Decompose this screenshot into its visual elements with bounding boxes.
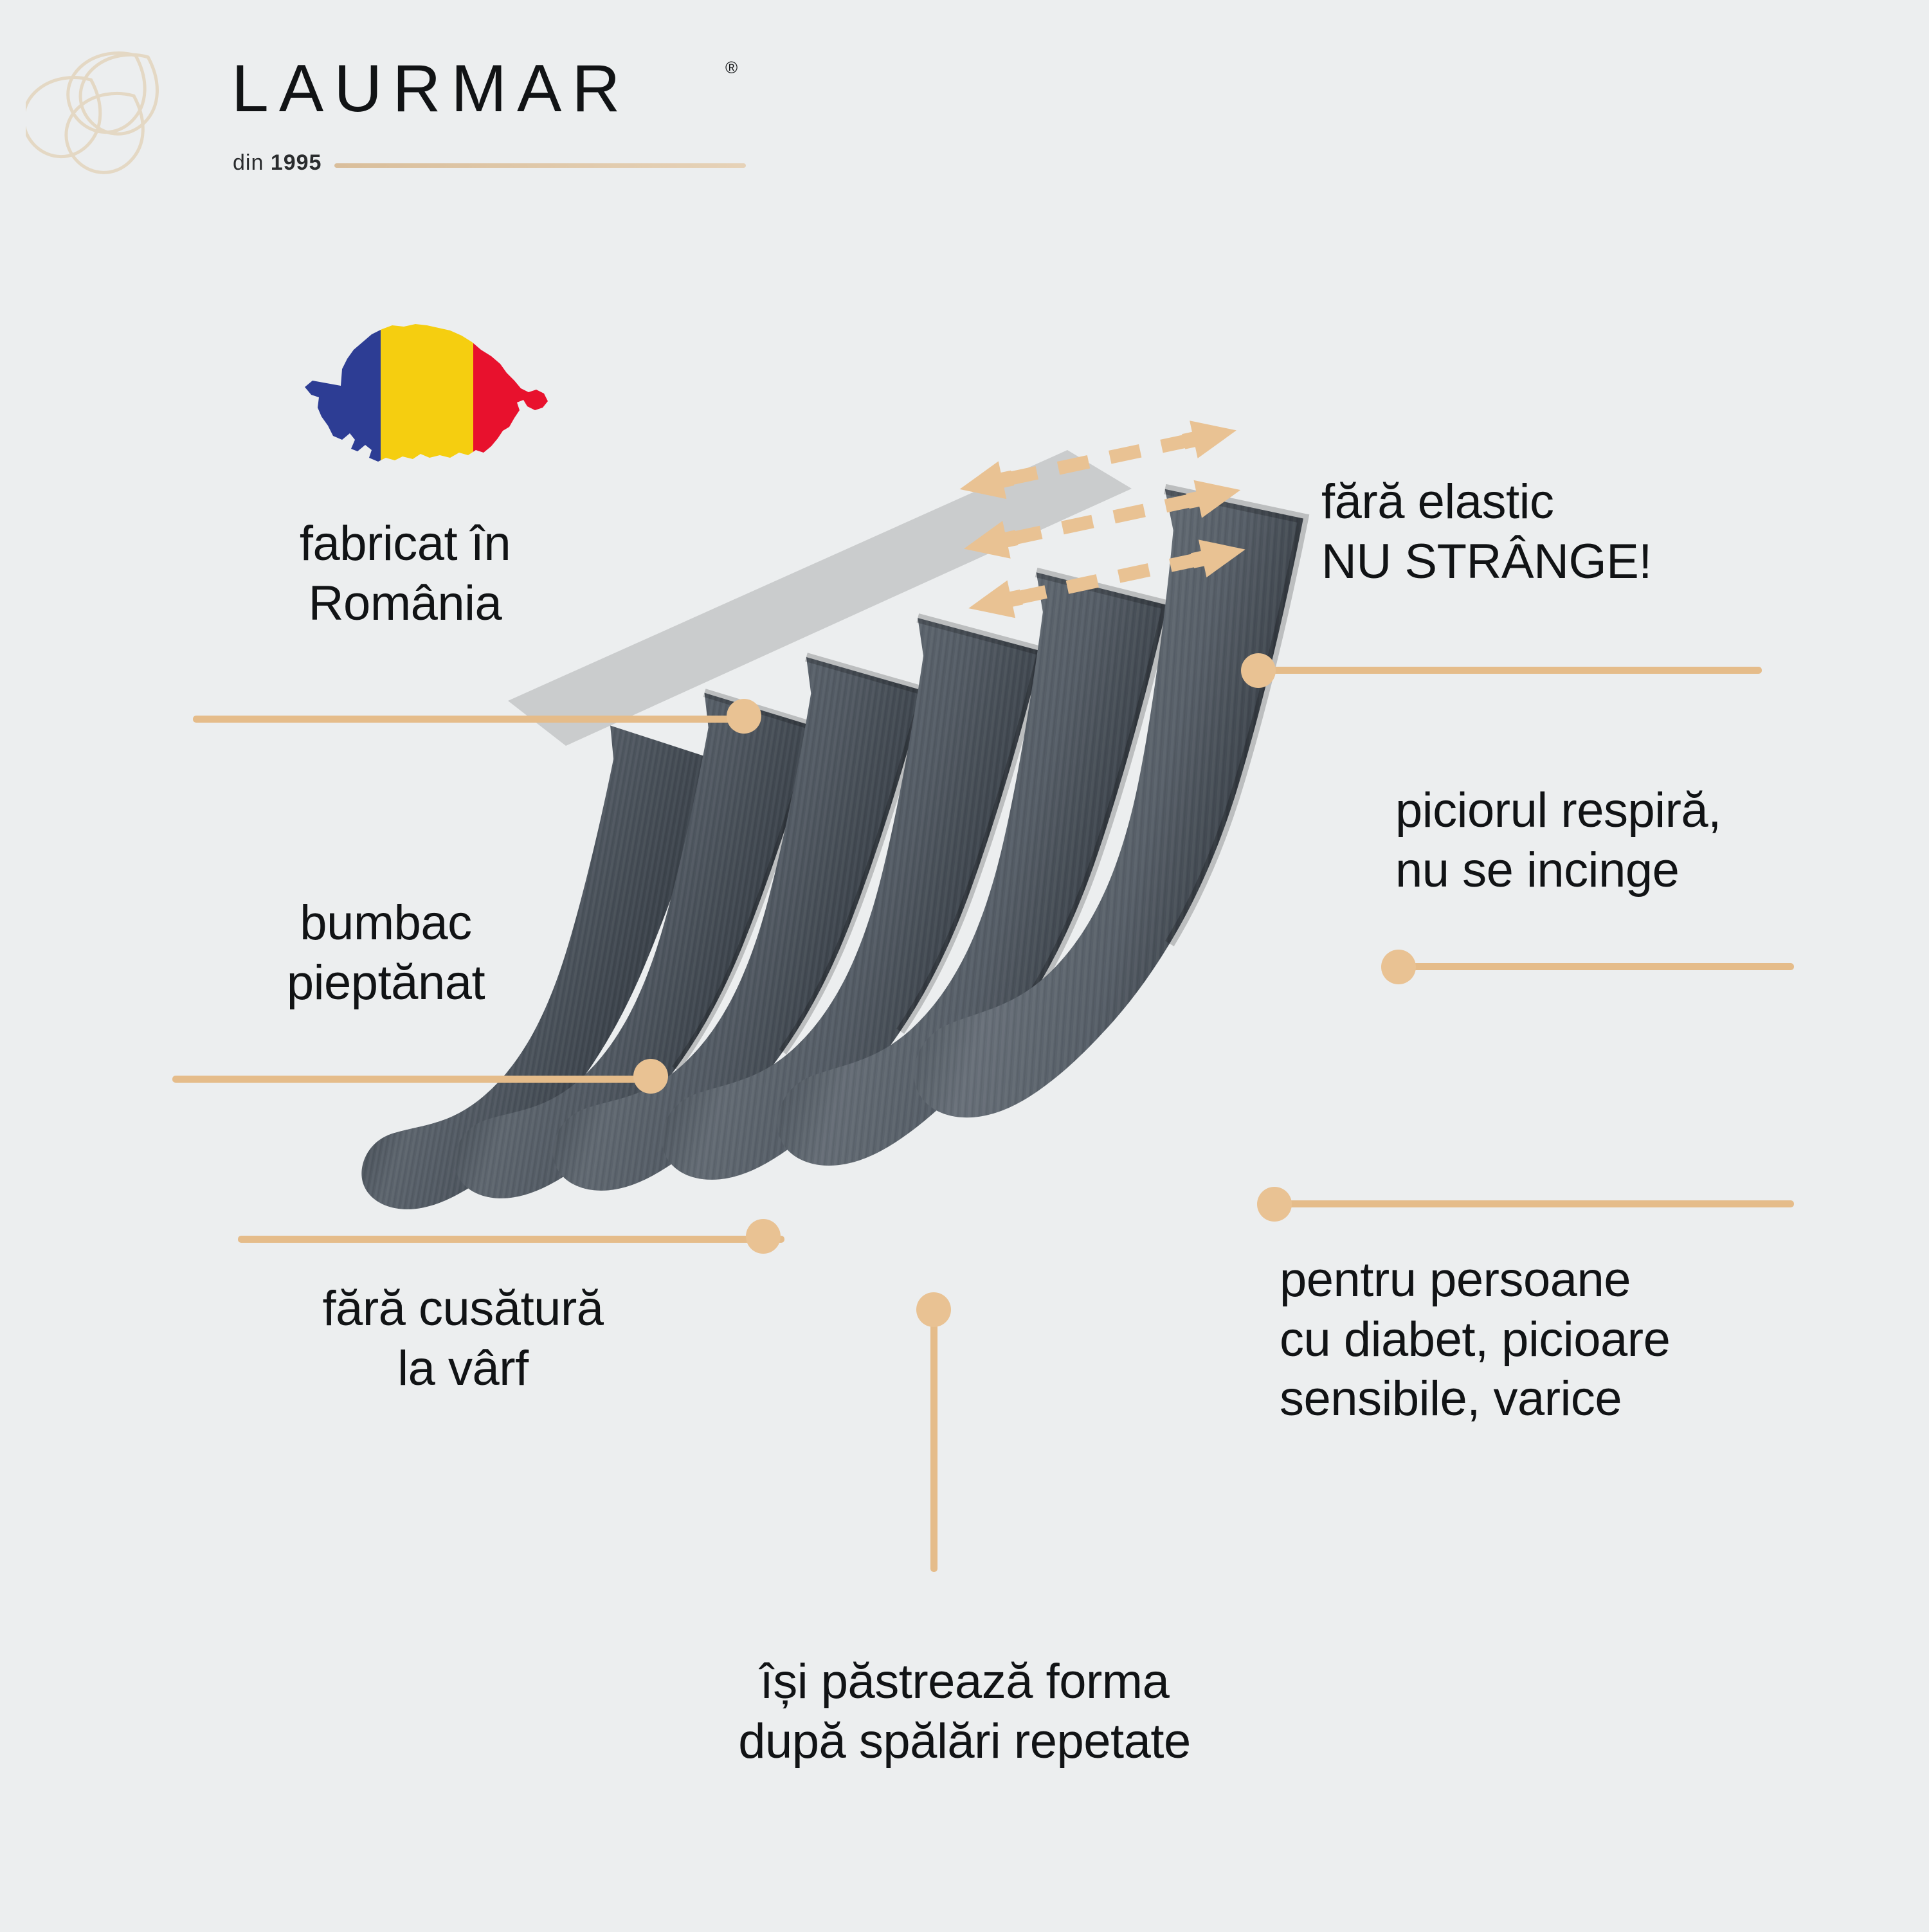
connector-dot-diabet: [1257, 1187, 1292, 1222]
trademark-icon: ®: [725, 58, 738, 77]
connector-line-elastic: [1260, 667, 1762, 674]
callout-line: sensibile, varice: [1280, 1371, 1622, 1427]
callout-line: nu se incinge: [1395, 842, 1680, 898]
connector-dot-bumbac: [633, 1059, 668, 1094]
callout-line: la vârf: [397, 1341, 529, 1396]
interlaced-knot-logo-icon: [22, 32, 180, 180]
callout-line: pieptănat: [286, 955, 485, 1010]
connector-line-cusatura: [238, 1236, 784, 1243]
callout-line: își păstrează forma: [759, 1654, 1170, 1709]
connector-line-respira: [1408, 963, 1794, 970]
romania-map-flag-icon: [288, 314, 565, 507]
callout-line: cu diabet, picioare: [1280, 1312, 1671, 1367]
callout-pastreaza-forma: își păstrează forma după spălări repetat…: [553, 1652, 1376, 1771]
connector-dot-respira: [1381, 950, 1416, 984]
stretch-arrows-group: [959, 420, 1245, 618]
callout-fara-elastic: fără elastic NU STRÂNGE!: [1321, 473, 1874, 591]
logo-divider: [334, 163, 746, 168]
connector-line-fabricat-romania: [193, 716, 759, 723]
connector-line-bumbac: [172, 1076, 667, 1083]
callout-piciorul-respira: piciorul respiră, nu se incinge: [1395, 781, 1910, 900]
since-prefix: din: [233, 150, 264, 175]
callout-line: bumbac: [300, 896, 472, 950]
connector-dot-forma: [916, 1292, 951, 1327]
callout-fabricat-romania: fabricat în România: [167, 514, 643, 633]
brand-logo: LAURMAR ® din 1995: [22, 26, 746, 186]
callout-line: NU STRÂNGE!: [1321, 534, 1652, 589]
since-year: 1995: [270, 150, 322, 175]
connector-dot-cusatura: [746, 1219, 781, 1254]
sock-6: [906, 463, 1310, 1162]
connector-dot-elastic: [1241, 653, 1276, 688]
callout-line: după spălări repetate: [738, 1713, 1191, 1769]
callout-pentru-diabet: pentru persoane cu diabet, picioare sens…: [1280, 1250, 1897, 1429]
callout-line: fără elastic: [1321, 474, 1554, 529]
callout-line: România: [308, 575, 502, 631]
callout-line: fabricat în: [299, 516, 511, 571]
connector-line-diabet: [1286, 1200, 1794, 1207]
brand-since: din 1995: [233, 152, 322, 174]
brand-name: LAURMAR: [231, 51, 631, 126]
callout-bumbac-pieptanat: bumbac pieptănat: [148, 894, 624, 1013]
callout-line: pentru persoane: [1280, 1252, 1631, 1307]
callout-line: piciorul respiră,: [1395, 783, 1721, 838]
connector-line-forma: [930, 1308, 937, 1572]
sock-5: [768, 543, 1173, 1214]
callout-line: fără cusătură: [322, 1281, 604, 1336]
connector-dot-fabricat-romania: [727, 699, 761, 734]
callout-fara-cusatura: fără cusătură la vârf: [193, 1279, 733, 1398]
sock-4: [653, 588, 1048, 1230]
